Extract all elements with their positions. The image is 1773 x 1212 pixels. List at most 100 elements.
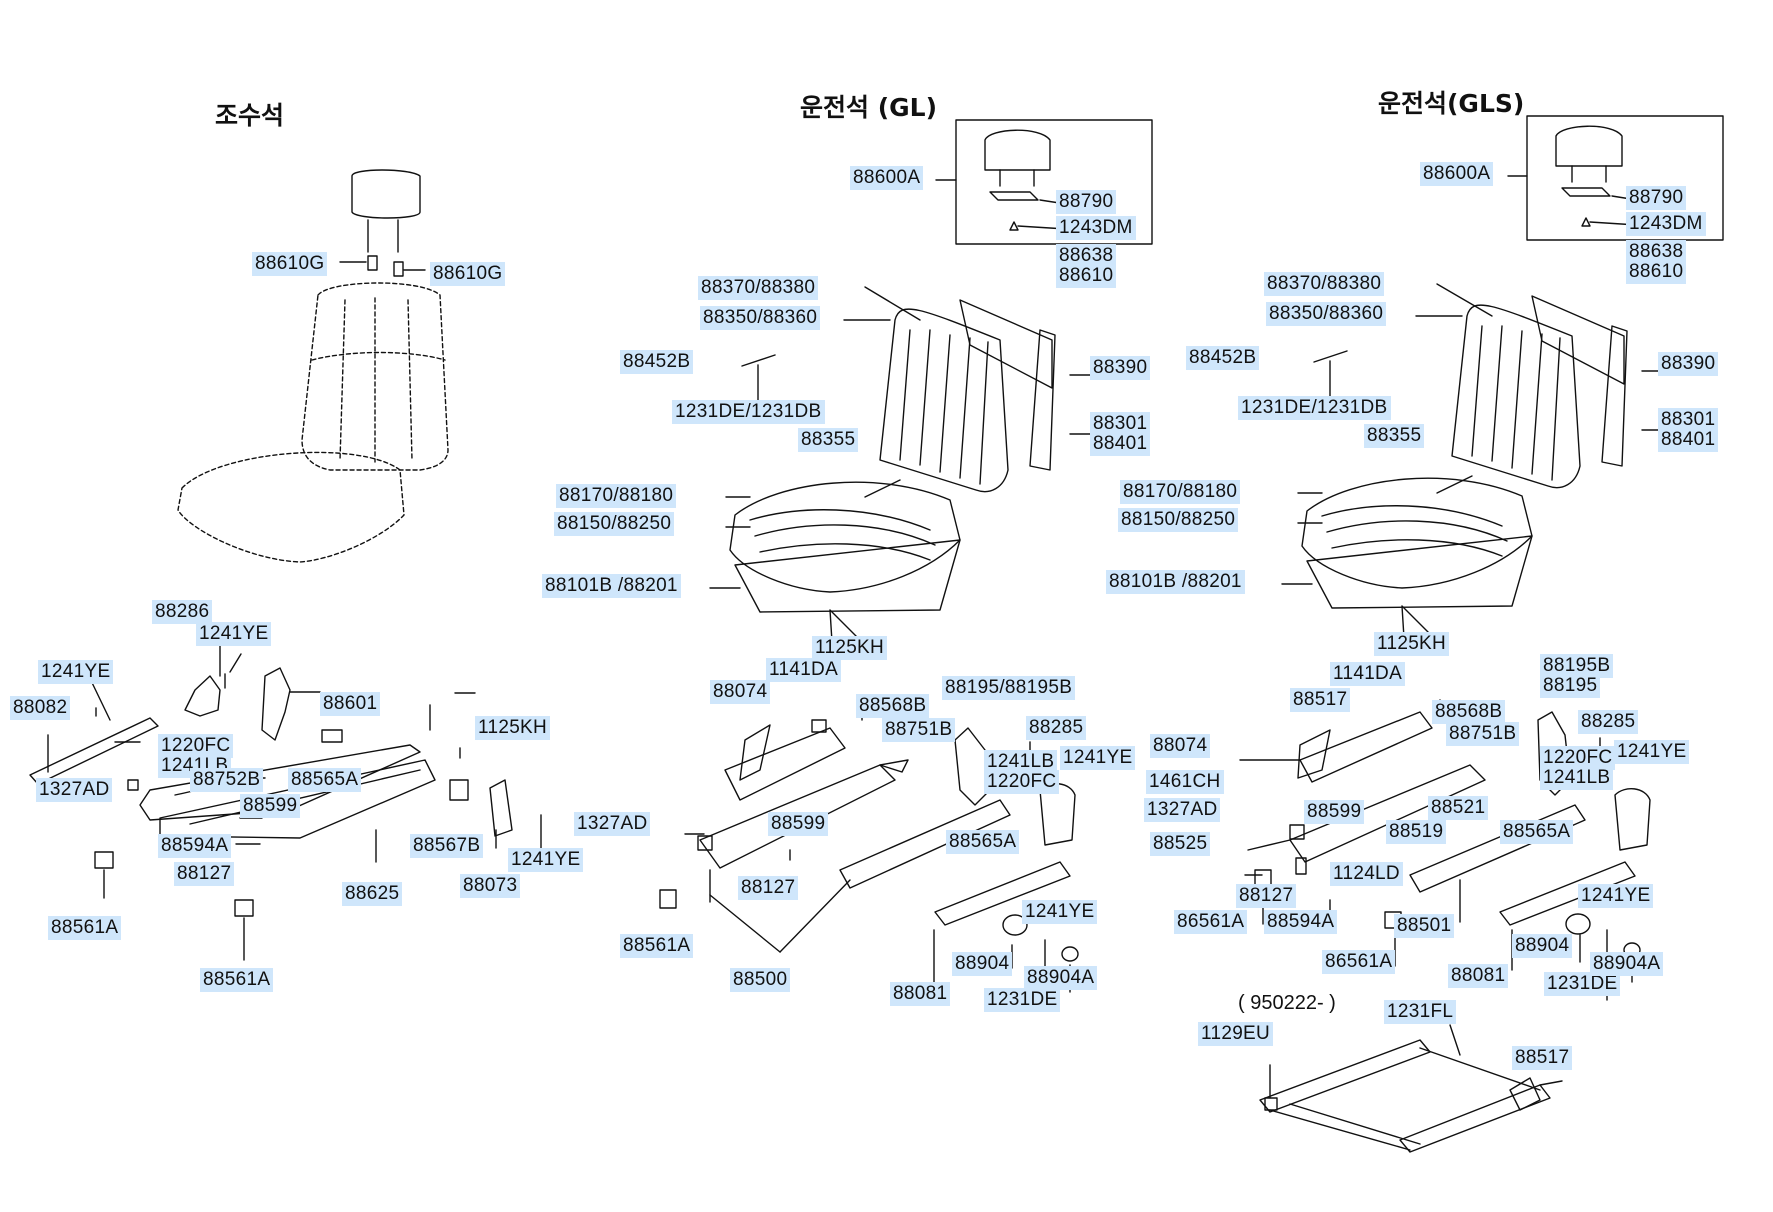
- part-label: 88195/88195B: [942, 676, 1076, 700]
- part-label: 88081: [890, 982, 951, 1006]
- part-label: 88610G: [252, 252, 328, 276]
- part-label: 88610: [1056, 264, 1117, 288]
- part-label: 88790: [1056, 190, 1117, 214]
- part-label: 88401: [1090, 432, 1151, 456]
- part-label: 88350/88360: [1266, 302, 1387, 326]
- part-label: 88074: [1150, 734, 1211, 758]
- part-label: 88751B: [882, 718, 956, 742]
- part-label: 1141DA: [1330, 662, 1406, 686]
- gls-rail-assembly: [1255, 700, 1650, 957]
- part-label: 1231FL: [1384, 1000, 1457, 1024]
- part-label: 1241YE: [1022, 900, 1098, 924]
- part-label: 1231DE/1231DB: [1238, 396, 1391, 420]
- part-label: 1141DA: [766, 658, 842, 682]
- part-label: 1243DM: [1626, 212, 1706, 236]
- gls-cushion: [1302, 478, 1532, 638]
- part-label: 88567B: [410, 834, 484, 858]
- part-label: 88101B /88201: [1106, 570, 1245, 594]
- part-label: 88519: [1386, 820, 1447, 844]
- part-label: 88561A: [620, 934, 694, 958]
- section-title-driver-gls: 운전석(GLS): [1378, 89, 1525, 118]
- part-label: 1220FC: [984, 770, 1060, 794]
- date-note: ( 950222- ): [1238, 992, 1336, 1014]
- part-label: 1231DE: [1544, 972, 1621, 996]
- part-label: 88401: [1658, 428, 1719, 452]
- part-label: 88150/88250: [1118, 508, 1239, 532]
- part-label: 88285: [1026, 716, 1087, 740]
- part-label: 88285: [1578, 710, 1639, 734]
- part-label: 88610: [1626, 260, 1687, 284]
- part-label: 1241YE: [1060, 746, 1136, 770]
- part-label: 88568B: [1432, 700, 1506, 724]
- part-label: 88501: [1394, 914, 1455, 938]
- passenger-fasteners: [340, 256, 425, 276]
- part-label: 88752B: [190, 768, 264, 792]
- part-label: 88517: [1512, 1046, 1573, 1070]
- gls-seatback: [1452, 296, 1627, 488]
- part-label: 88500: [730, 968, 791, 992]
- part-label: 88521: [1428, 796, 1489, 820]
- part-label: 88355: [798, 428, 859, 452]
- part-label: 1243DM: [1056, 216, 1136, 240]
- part-label: 88452B: [1186, 346, 1260, 370]
- passenger-headrest: [352, 170, 420, 252]
- part-label: 86561A: [1322, 950, 1396, 974]
- part-label: 88517: [1290, 688, 1351, 712]
- part-label: 88081: [1448, 964, 1509, 988]
- part-label: 88565A: [288, 768, 362, 792]
- part-label: 88082: [10, 696, 71, 720]
- part-label: 1327AD: [36, 778, 113, 802]
- part-label: 1241YE: [508, 848, 584, 872]
- part-label: 88904: [1512, 934, 1573, 958]
- part-label: 88565A: [946, 830, 1020, 854]
- part-label: 1231DE/1231DB: [672, 400, 825, 424]
- part-label: 88601: [320, 692, 381, 716]
- gl-seatback: [880, 300, 1055, 492]
- part-label: 88355: [1364, 424, 1425, 448]
- part-label: 88101B /88201: [542, 574, 681, 598]
- part-label: 88195: [1540, 674, 1601, 698]
- gl-headrest-inset-frame: [956, 120, 1152, 244]
- section-title-driver-gl: 운전석 (GL): [800, 93, 938, 122]
- part-label: 88127: [174, 862, 235, 886]
- part-label: 1241YE: [1578, 884, 1654, 908]
- gl-leader-lines: [685, 287, 1095, 1006]
- part-label: 88625: [342, 882, 403, 906]
- part-label: 88904A: [1024, 966, 1098, 990]
- part-label: 1241YE: [38, 660, 114, 684]
- part-label: 88390: [1090, 356, 1151, 380]
- part-label: 88170/88180: [1120, 480, 1241, 504]
- part-label: 1231DE: [984, 988, 1061, 1012]
- part-label: 1327AD: [1144, 798, 1221, 822]
- part-label: 88568B: [856, 694, 930, 718]
- part-label: 88751B: [1446, 722, 1520, 746]
- part-label: 88350/88360: [700, 306, 821, 330]
- part-label: 88561A: [200, 968, 274, 992]
- gls-underframe-950222: [1260, 1025, 1562, 1152]
- section-title-passenger: 조수석: [215, 101, 285, 130]
- passenger-seatback: [302, 283, 448, 470]
- part-label: 88286: [152, 600, 213, 624]
- part-label: 1125KH: [812, 636, 888, 660]
- part-label: 88525: [1150, 832, 1211, 856]
- part-label: 88565A: [1500, 820, 1574, 844]
- part-label: 88073: [460, 874, 521, 898]
- passenger-rail-assembly: [30, 668, 512, 916]
- part-label: 88390: [1658, 352, 1719, 376]
- part-label: 1241YE: [1614, 740, 1690, 764]
- part-label: 1461CH: [1146, 770, 1224, 794]
- part-label: 1124LD: [1330, 862, 1403, 886]
- part-label: 88594A: [158, 834, 232, 858]
- part-label: 88599: [768, 812, 829, 836]
- gl-cushion: [730, 482, 960, 642]
- part-label: 88452B: [620, 350, 694, 374]
- part-label: 88594A: [1264, 910, 1338, 934]
- part-label: 88790: [1626, 186, 1687, 210]
- part-label: 88904A: [1590, 952, 1664, 976]
- part-label: 88599: [240, 794, 301, 818]
- part-label: 1125KH: [1374, 632, 1450, 656]
- part-label: 88370/88380: [698, 276, 819, 300]
- part-label: 1241LB: [1540, 766, 1614, 790]
- part-label: 88600A: [1420, 162, 1494, 186]
